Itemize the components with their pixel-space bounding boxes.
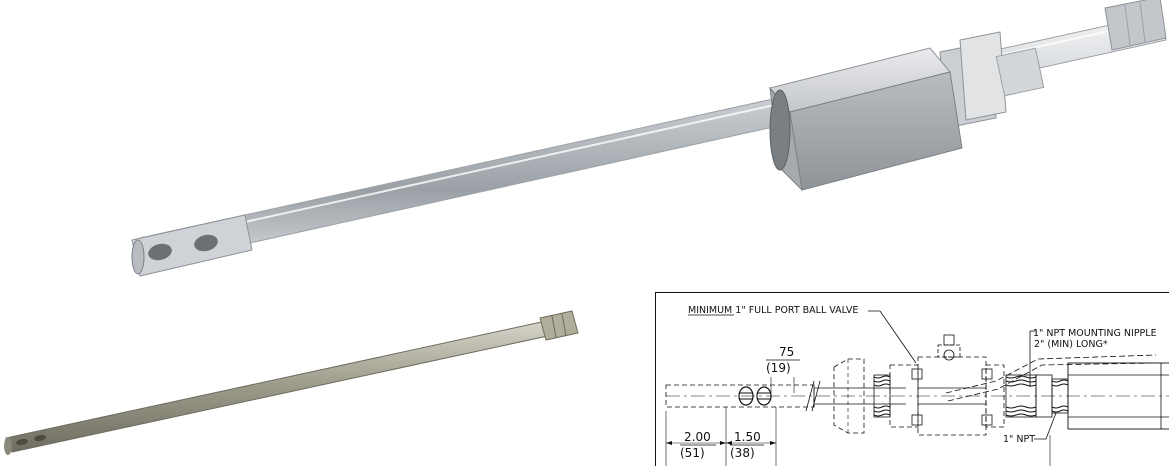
ball-valve-body [889,334,1005,436]
dim-left-mm: (51) [680,446,705,460]
dim-mid-inch: 1.50 [734,430,761,444]
nipple-label-line2: 2" (MIN) LONG* [1034,339,1108,350]
valve-handle [945,354,1157,394]
main-rod [139,13,1167,267]
hex-housing [1067,362,1169,430]
dim-mid-mm: (38) [730,446,755,460]
thread-right [1005,374,1069,418]
packing-gland [939,31,1045,129]
nipple-label-line1: 1" NPT MOUNTING NIPPLE [1033,328,1157,339]
probe-slot-2 [756,386,772,406]
npt-label: 1" NPT [1003,434,1035,445]
rod-end-cap [1104,0,1167,51]
installation-drawing: MINIMUM 1" FULL PORT BALL VALVE 1" NPT M… [655,292,1169,466]
probe-slot-1 [738,386,754,406]
break-mark [805,380,821,412]
probe-outline [665,384,815,408]
hex-body [769,47,963,192]
drawing-canvas: MINIMUM 1" FULL PORT BALL VALVE 1" NPT M… [665,305,1169,466]
valve-label: MINIMUM 1" FULL PORT BALL VALVE [688,305,858,316]
small-probe-rod [4,310,579,455]
valve-leader [868,310,917,364]
dim-left-inch: 2.00 [684,430,711,444]
dim-top-inch: 75 [779,345,794,359]
probe-tip [131,214,253,277]
npt-leader [1034,412,1057,440]
dim-top-mm: (19) [766,361,791,375]
